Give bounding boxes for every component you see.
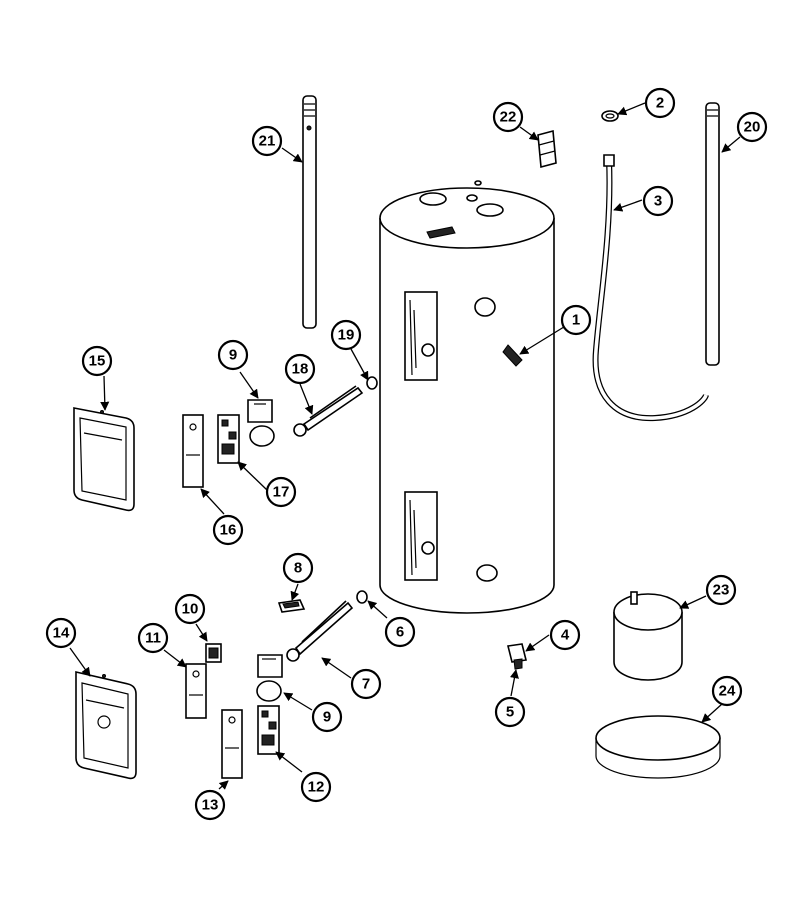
thermostat-10: [205, 643, 222, 663]
callout-2-label: 2: [656, 95, 664, 112]
callout-13: 13: [194, 789, 226, 821]
callout-15: 15: [81, 345, 113, 377]
callout-20-label: 20: [744, 119, 761, 136]
callout-24: 24: [711, 675, 743, 707]
callout-20: 20: [736, 111, 768, 143]
callout-24-label: 24: [719, 683, 736, 700]
callout-11-label: 11: [145, 630, 161, 647]
callout-19-label: 19: [338, 327, 355, 344]
callout-6-label: 6: [396, 624, 404, 641]
callout-23: 23: [705, 574, 737, 606]
access-cover-14: [75, 670, 137, 780]
callout-9-lower: 9: [311, 701, 343, 733]
anode-rod-20: [705, 102, 720, 366]
nipple-22: [537, 129, 557, 169]
callout-10: 10: [174, 593, 206, 625]
callout-10-label: 10: [182, 601, 199, 618]
heating-element-7: [286, 600, 354, 662]
leader-lines: [69, 102, 741, 790]
callout-17-label: 17: [273, 484, 290, 501]
callout-13-label: 13: [202, 797, 219, 814]
callout-8: 8: [282, 552, 314, 584]
callout-22: 22: [492, 101, 524, 133]
gasket-19: [366, 376, 378, 390]
callout-1: 1: [560, 304, 592, 336]
callout-12: 12: [300, 771, 332, 803]
callout-9-lower-label: 9: [323, 709, 331, 726]
callout-21-label: 21: [259, 133, 276, 150]
callout-7-label: 7: [362, 676, 370, 693]
thermostat-bracket-9-lower: [256, 654, 283, 702]
callout-12-label: 12: [308, 779, 325, 796]
insulation-13: [221, 709, 243, 779]
anode-rod-21: [302, 95, 317, 329]
callout-9-upper: 9: [217, 339, 249, 371]
callout-3-label: 3: [654, 193, 662, 210]
callout-21: 21: [251, 125, 283, 157]
callout-11: 11: [137, 622, 169, 654]
insulation-16: [182, 414, 204, 488]
thermostat-12: [257, 705, 280, 755]
callout-1-label: 1: [572, 312, 580, 329]
callout-22-label: 22: [500, 109, 517, 126]
callout-18: 18: [284, 353, 316, 385]
callout-16-label: 16: [220, 522, 237, 539]
callout-23-label: 23: [713, 582, 730, 599]
callout-16: 16: [212, 514, 244, 546]
callout-5-label: 5: [506, 704, 514, 721]
washer-2: [601, 110, 619, 122]
callout-14-label: 14: [53, 625, 70, 642]
water-heater-tank: [379, 180, 555, 614]
access-cover-15: [73, 407, 135, 512]
callout-8-label: 8: [294, 560, 302, 577]
thermostat-17: [217, 414, 240, 464]
callout-2: 2: [644, 87, 676, 119]
heating-element-18: [293, 385, 364, 437]
callout-4-label: 4: [561, 627, 570, 644]
callout-19: 19: [330, 319, 362, 351]
expansion-tank-23: [613, 591, 683, 681]
callout-6: 6: [384, 616, 416, 648]
bracket-8: [277, 599, 306, 613]
callout-9-upper-label: 9: [229, 347, 237, 364]
callout-18-label: 18: [292, 361, 309, 378]
callout-15-label: 15: [89, 353, 106, 370]
callout-5: 5: [494, 696, 526, 728]
drain-pan-24: [595, 715, 721, 779]
insulation-11: [185, 663, 207, 719]
drain-valve-4: [507, 643, 527, 670]
callout-17: 17: [265, 476, 297, 508]
gasket-6: [356, 590, 368, 604]
callout-7: 7: [350, 668, 382, 700]
thermostat-bracket-9-upper: [247, 399, 275, 447]
callout-3: 3: [642, 185, 674, 217]
callout-14: 14: [45, 617, 77, 649]
dip-tube-3: [592, 154, 709, 422]
callout-4: 4: [549, 619, 581, 651]
